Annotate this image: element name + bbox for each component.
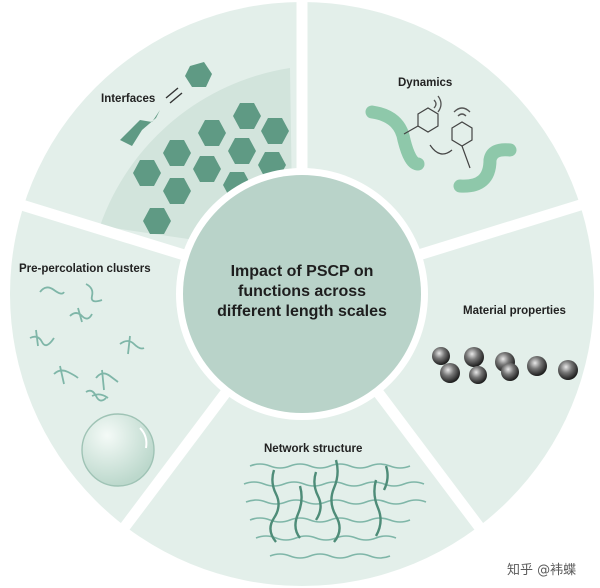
label-network-structure: Network structure <box>264 443 362 455</box>
center-title-line3: different length scales <box>217 303 387 320</box>
vesicle-bubble <box>81 413 155 487</box>
material-spheres <box>432 347 578 384</box>
label-interfaces: Interfaces <box>101 93 155 105</box>
floating-hexagon <box>185 62 212 87</box>
bubble-highlight <box>139 427 148 449</box>
center-title-line2: functions across <box>238 283 366 300</box>
adsorbed-molecule <box>120 110 160 146</box>
pre-percolation-chains <box>29 283 145 402</box>
dynamics-chains <box>365 105 517 193</box>
vibration-marks-icon <box>433 95 471 117</box>
network-mesh <box>243 463 427 559</box>
label-dynamics: Dynamics <box>398 77 452 89</box>
label-material-properties: Material properties <box>463 305 566 317</box>
dynamics-benzene-rings <box>403 107 473 169</box>
network-crosslinks <box>269 459 389 543</box>
watermark: 知乎 @袆蝶 <box>507 562 576 578</box>
segment-dividers <box>10 0 592 532</box>
center-disc <box>183 175 421 413</box>
center-title-line1: Impact of PSCP on <box>231 263 374 280</box>
label-pre-percolation-clusters: Pre-percolation clusters <box>19 263 151 275</box>
equilibrium-arrows-icon <box>165 87 183 104</box>
